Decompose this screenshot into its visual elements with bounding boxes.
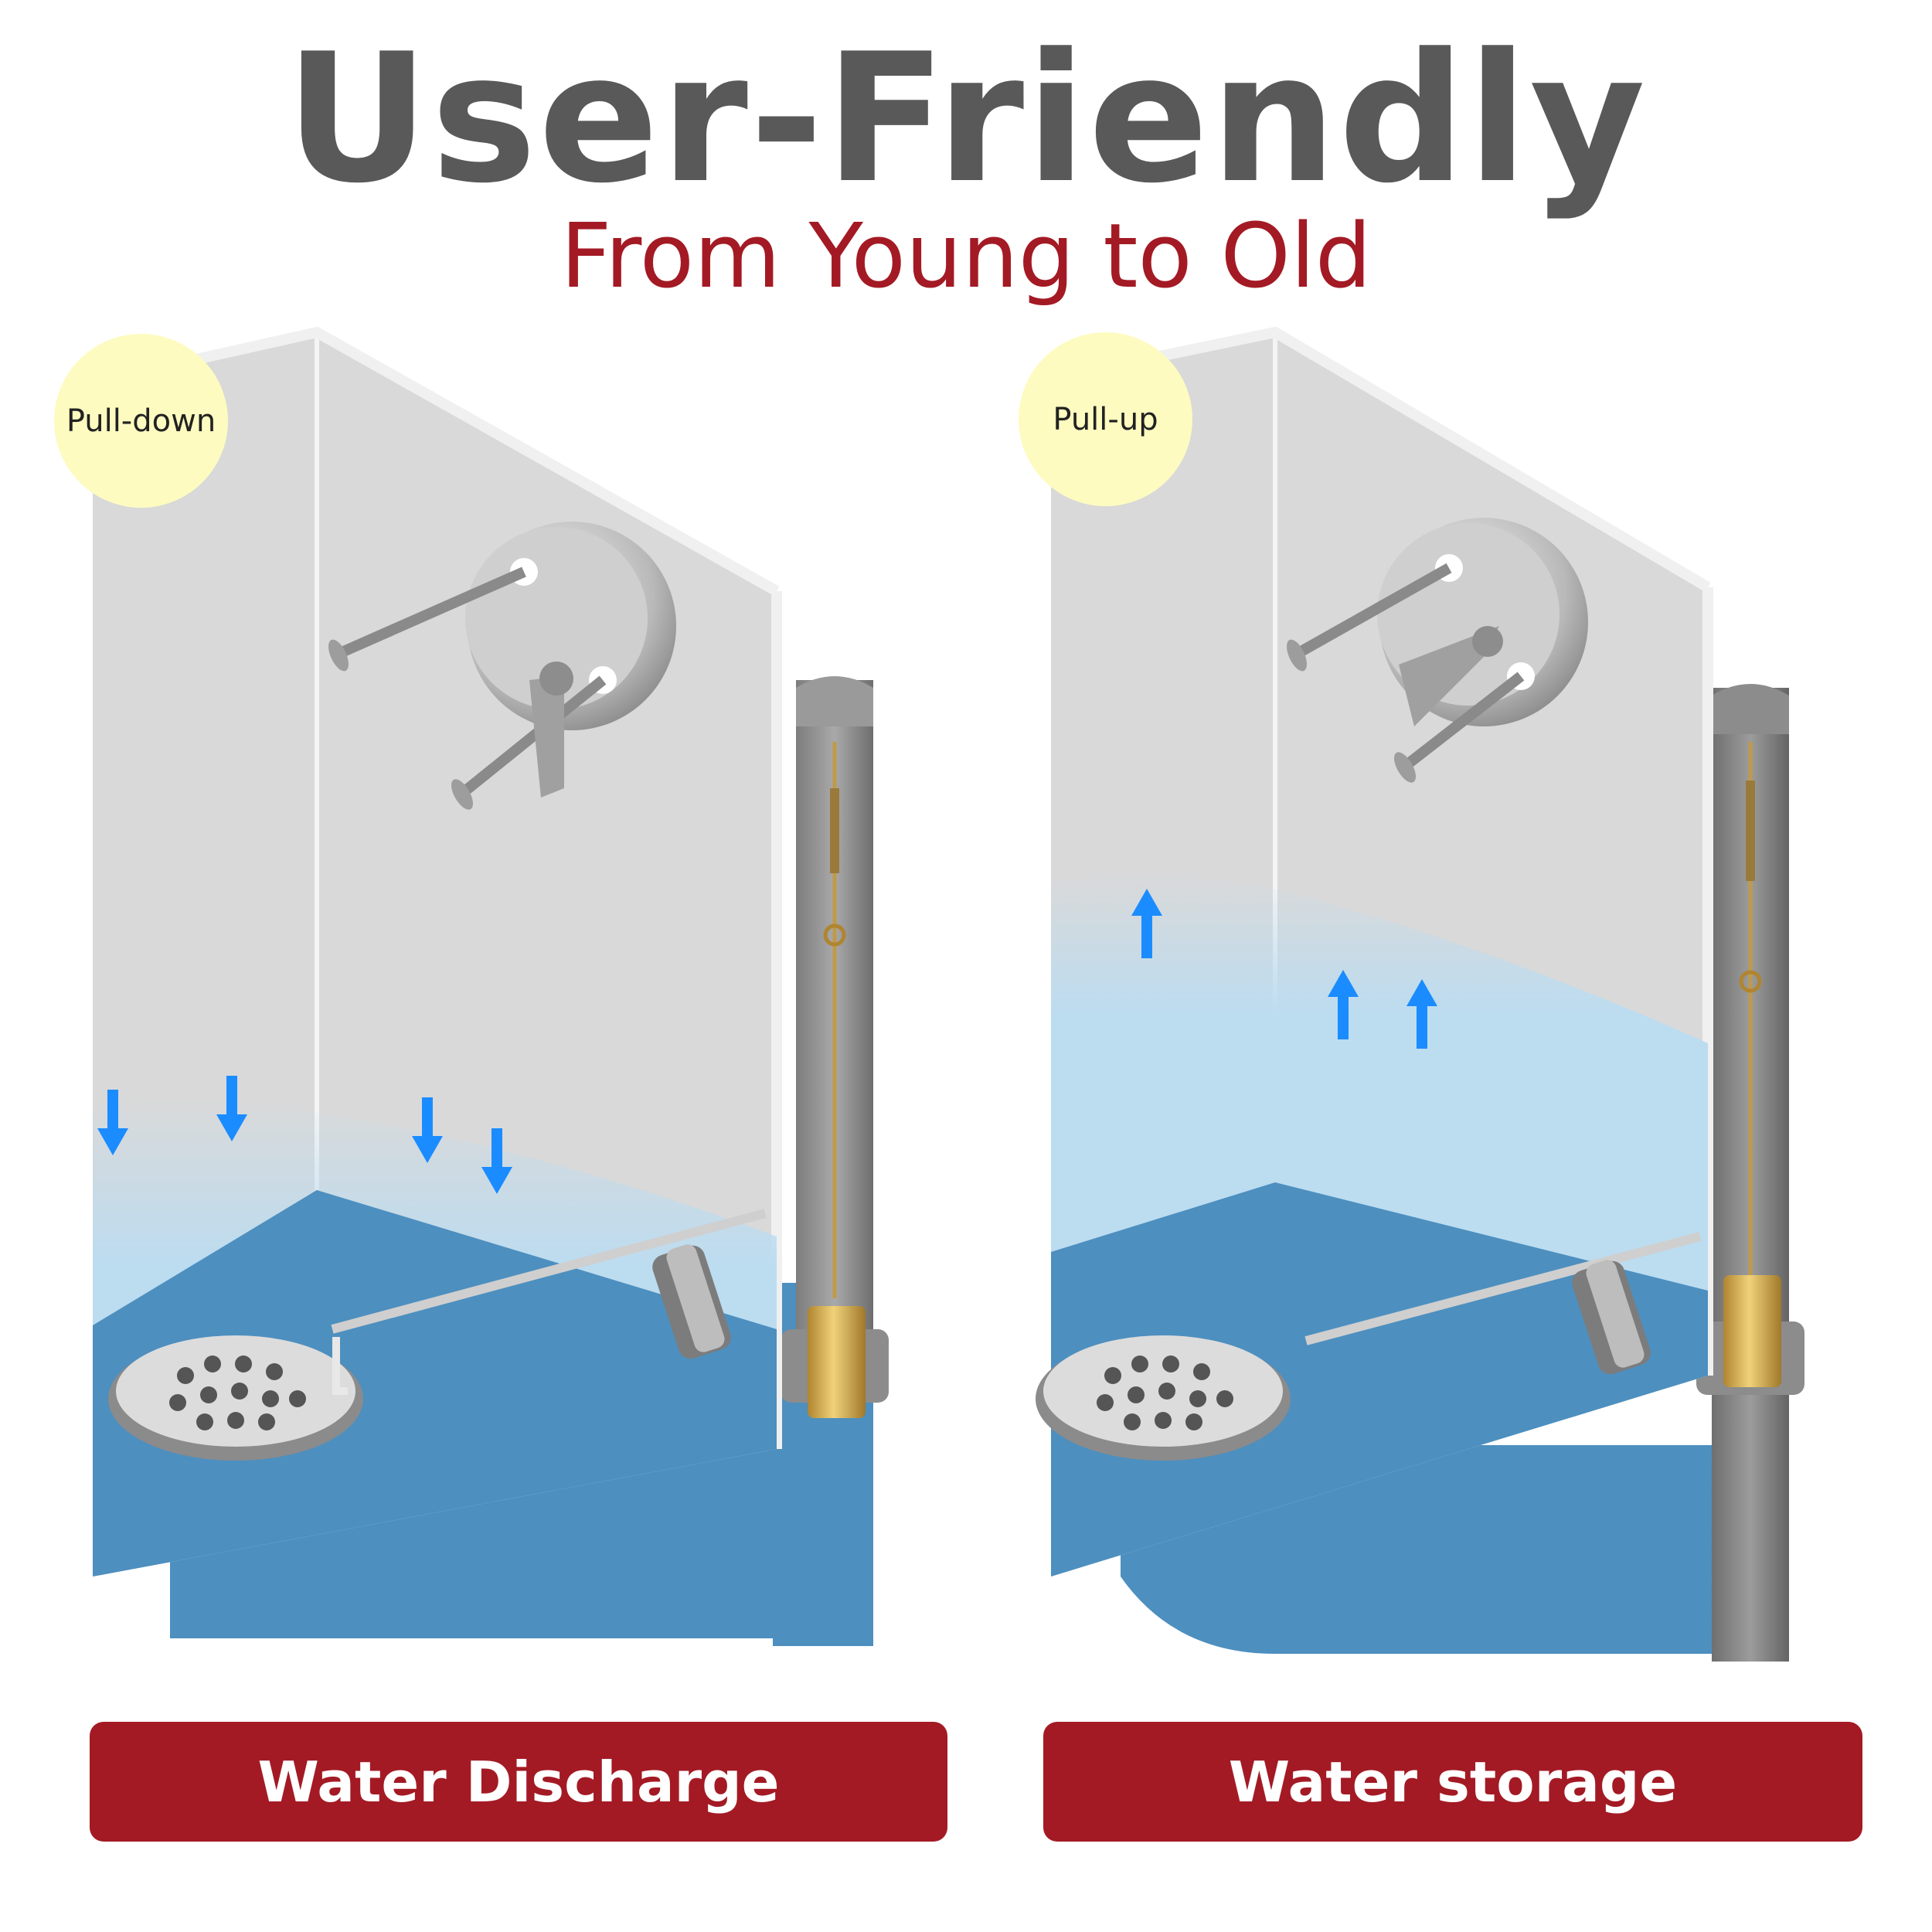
tub-floor-water — [93, 1190, 777, 1577]
water-flow-arrows-down — [97, 1076, 512, 1194]
tub-drain-illustration-discharge — [91, 326, 889, 1646]
panel-water-storage: Pull-up Water storage — [1019, 325, 1862, 1855]
linkage-rod — [823, 742, 846, 1298]
pull-up-badge: Pull-up — [1019, 332, 1192, 506]
brass-plunger — [1723, 1275, 1781, 1387]
overflow-faceplate — [1287, 518, 1588, 783]
water-flow-arrows-up — [1131, 889, 1437, 1049]
water-discharge-caption: Water Discharge — [90, 1722, 947, 1842]
slip-nut — [1572, 1260, 1651, 1375]
panel-water-discharge: Pull-down Water Discharge — [54, 325, 947, 1855]
brass-plunger — [808, 1306, 866, 1418]
pull-down-badge: Pull-down — [54, 334, 228, 508]
overflow-faceplate — [328, 522, 676, 810]
slip-nut — [652, 1244, 731, 1359]
water-storage-caption: Water storage — [1043, 1722, 1862, 1842]
page-subtitle: From Young to Old — [560, 205, 1372, 308]
page-title: User-Friendly — [284, 16, 1648, 223]
tub-drain-illustration-storage — [1036, 326, 1804, 1662]
linkage-rod — [1739, 742, 1762, 1275]
